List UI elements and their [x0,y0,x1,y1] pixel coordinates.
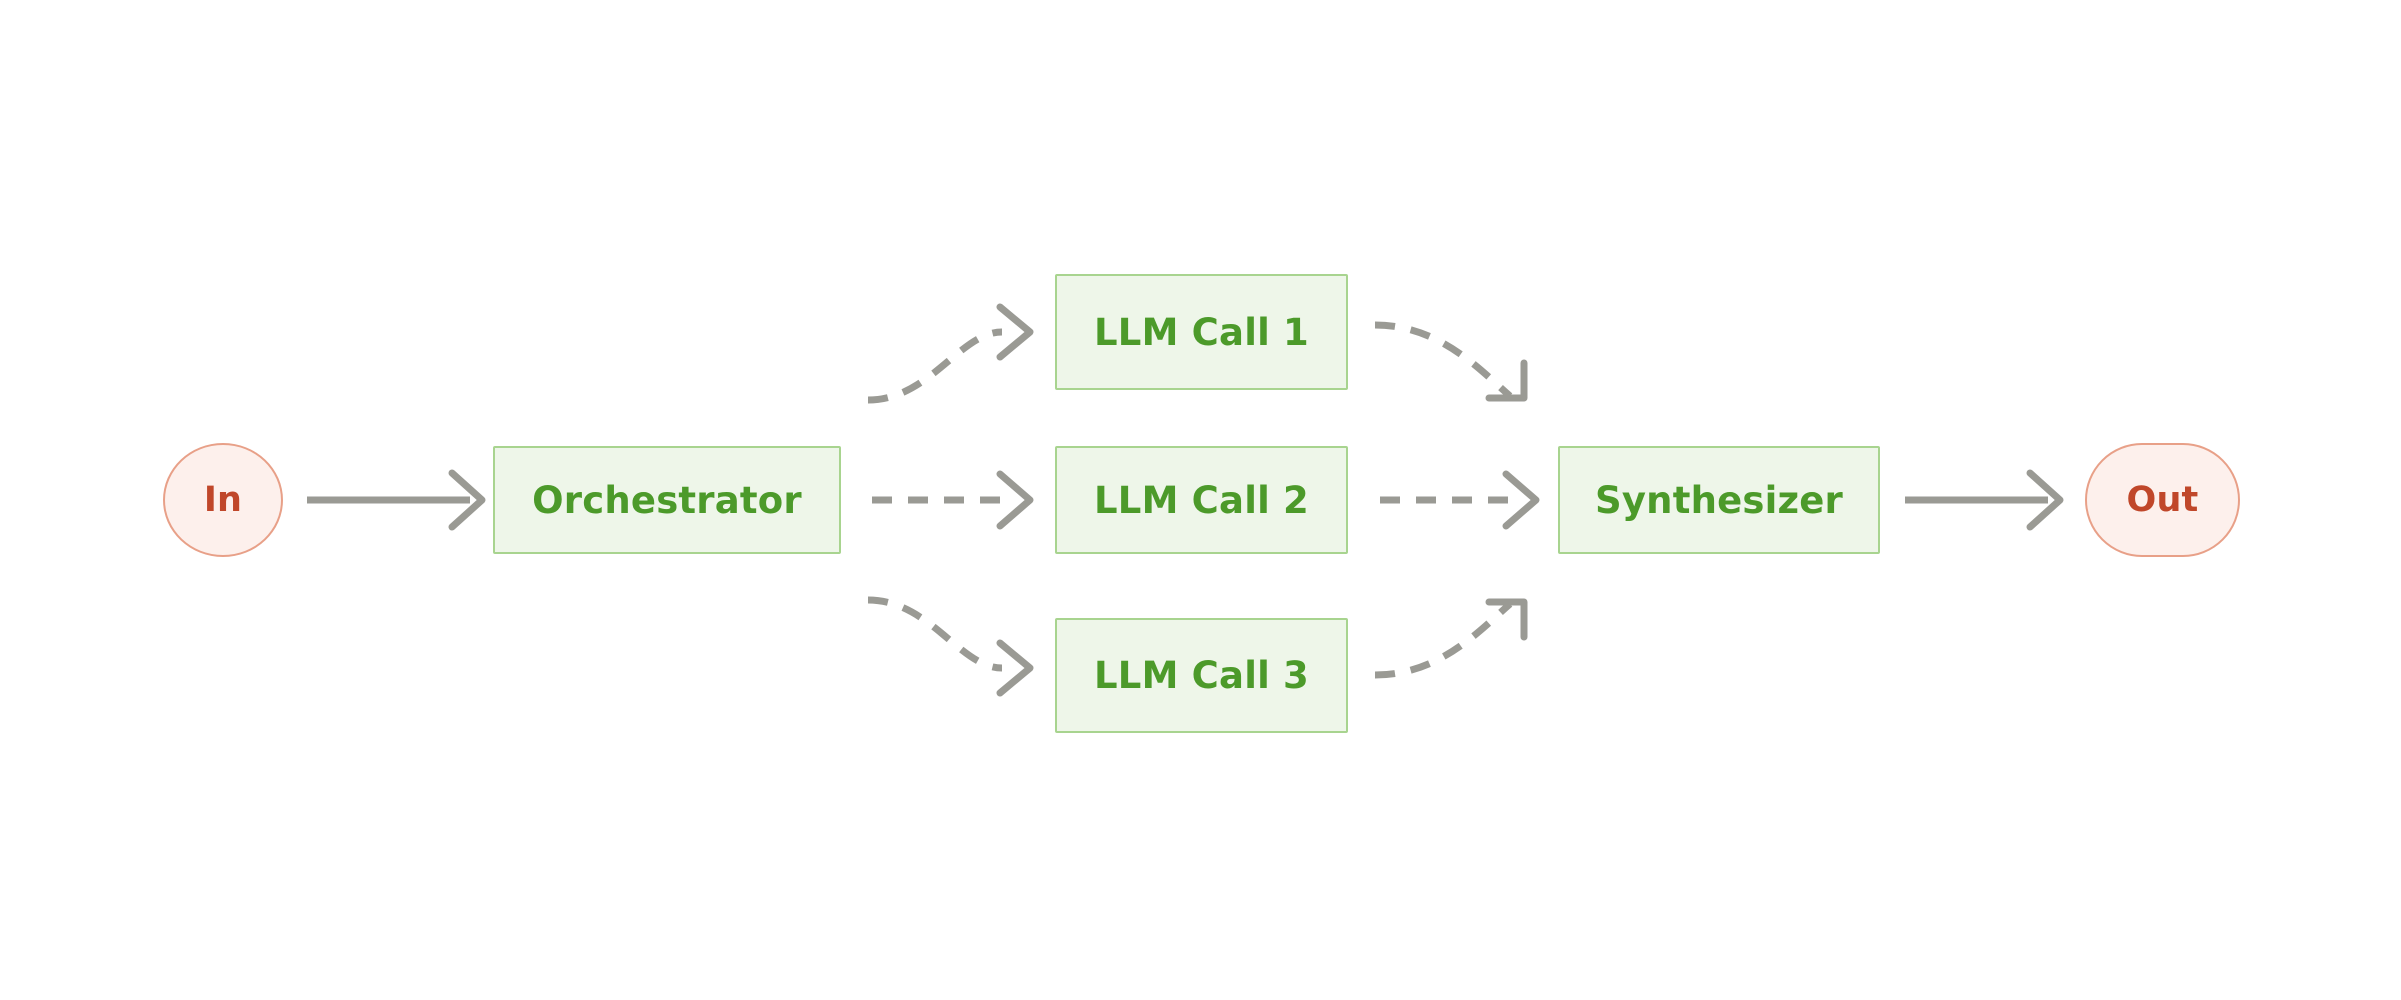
node-llm-call-2-label: LLM Call 2 [1094,478,1309,522]
node-output[interactable]: Out [2085,443,2240,557]
node-llm-call-3[interactable]: LLM Call 3 [1055,618,1348,733]
node-synthesizer-label: Synthesizer [1594,478,1843,522]
edge-synthesizer-to-out [1905,469,2064,531]
node-synthesizer[interactable]: Synthesizer [1558,446,1880,554]
node-input[interactable]: In [163,443,283,557]
edge-orchestrator-to-llm-call-1 [867,303,1034,404]
node-orchestrator[interactable]: Orchestrator [493,446,841,554]
edge-in-to-orchestrator [307,469,486,531]
node-output-label: Out [2126,479,2199,520]
edge-llm-call-2-to-synthesizer [1380,470,1540,530]
edge-orchestrator-to-llm-call-2 [872,470,1034,530]
node-llm-call-3-label: LLM Call 3 [1094,654,1309,697]
node-llm-call-1-label: LLM Call 1 [1094,310,1309,354]
node-llm-call-2[interactable]: LLM Call 2 [1055,446,1348,554]
edge-llm-call-3-to-synthesizer [1374,598,1528,679]
edge-llm-call-1-to-synthesizer [1374,321,1528,402]
edge-orchestrator-to-llm-call-3 [867,596,1034,697]
node-llm-call-1[interactable]: LLM Call 1 [1055,274,1348,390]
node-input-label: In [203,479,243,520]
node-orchestrator-label: Orchestrator [532,478,802,522]
